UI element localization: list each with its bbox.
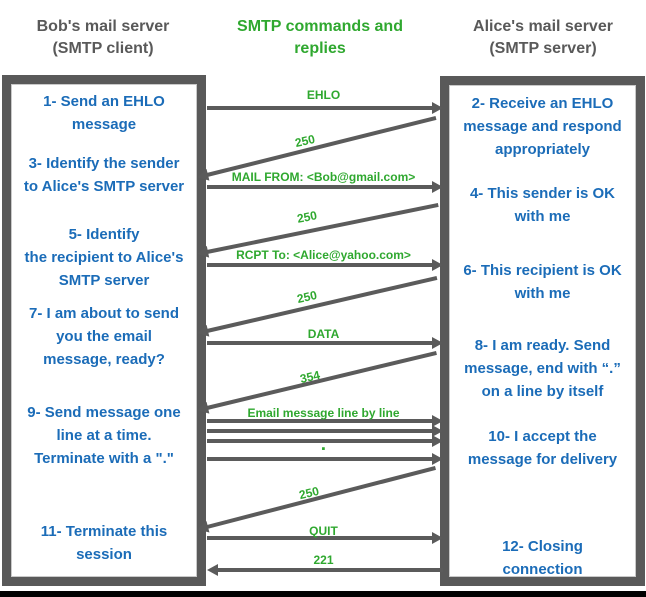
dot-terminator-icon: ▪ [321,443,326,455]
email-message-label: Email message line by line [247,406,400,420]
message-line-arrow-3 [207,439,433,443]
server-step-6: 6- This recipient is OK with me [463,262,622,302]
client-step-3: 3- Identify the sender to Alice's SMTP s… [23,155,185,195]
commands-column-title: SMTP commands and replies [237,18,403,57]
rcpt-to-arrow [207,263,433,267]
mail-from-arrow [207,185,433,189]
client-step-5: 5- Identify the recipient to Alice's SMT… [24,226,184,289]
server-box: 2- Receive an EHLO message and respond a… [440,76,645,586]
server-step-12: 12- Closing connection [502,538,583,578]
message-line-arrow-2 [207,429,433,433]
data-label: DATA [307,327,340,341]
reply-250-arrow-1 [206,115,437,177]
reply-250-arrow-2 [206,202,439,254]
rcpt-to-label: RCPT To: <Alice@yahoo.com> [236,248,411,262]
server-step-4: 4- This sender is OK with me [469,185,616,225]
quit-arrow [207,536,433,540]
client-step-9: 9- Send message one line at a time. Term… [27,404,181,467]
footer-bar [0,591,646,597]
reply-221-label: 221 [313,553,334,567]
client-column-title: Bob's mail server (SMTP client) [36,18,170,57]
server-step-10: 10- I accept the message for delivery [467,428,618,468]
server-step-2: 2- Receive an EHLO message and respond a… [463,95,622,158]
mail-from-label: MAIL FROM: <Bob@gmail.com> [231,170,416,184]
client-step-7: 7- I am about to send you the email mess… [28,305,179,368]
reply-250-arrow-4 [206,465,436,529]
data-arrow [207,341,433,345]
reply-221-arrow [217,568,443,572]
reply-354-arrow [206,350,437,410]
client-step-11: 11- Terminate this session [40,523,168,563]
message-line-arrow-1 [207,419,433,423]
reply-250-label-2: 250 [295,208,319,226]
server-column-title: Alice's mail server (SMTP server) [473,18,613,57]
ehlo-label: EHLO [306,88,341,102]
ehlo-arrow [207,106,433,110]
reply-250-arrow-3 [206,275,438,333]
dot-terminator-arrow [207,457,433,461]
server-step-8: 8- I am ready. Send message, end with “.… [464,337,621,400]
quit-label: QUIT [309,524,338,538]
client-step-1: 1- Send an EHLO message [43,93,165,133]
client-box: 1- Send an EHLO message 3- Identify the … [2,75,206,586]
